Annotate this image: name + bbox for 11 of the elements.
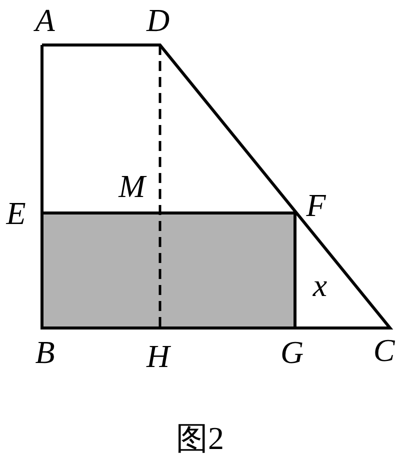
- point-label: H: [146, 340, 170, 372]
- point-label: B: [35, 336, 55, 368]
- figure-caption: 图2: [176, 421, 224, 455]
- point-label: x: [312, 269, 328, 301]
- point-label: E: [6, 197, 26, 229]
- point-label: C: [373, 334, 395, 366]
- point-label: G: [280, 336, 304, 368]
- point-label: A: [35, 4, 55, 36]
- point-label: F: [306, 189, 326, 221]
- point-label: M: [118, 170, 146, 202]
- point-label: D: [146, 4, 170, 36]
